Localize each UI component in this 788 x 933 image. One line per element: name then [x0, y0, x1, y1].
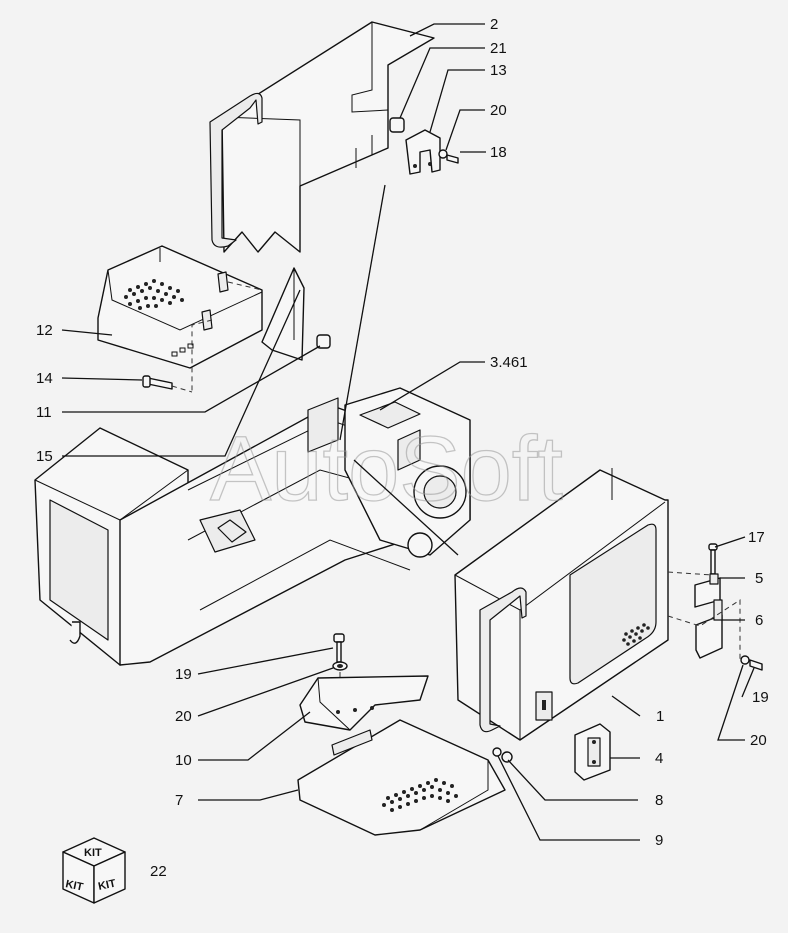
kit-cube-icon: KIT KIT KIT [62, 837, 126, 904]
callout-7: 7 [175, 792, 183, 809]
callout-22: 22 [150, 863, 167, 880]
callout-11: 11 [36, 404, 52, 421]
bracket-part-13 [405, 129, 441, 175]
kit-label-top: KIT [84, 847, 102, 859]
nut-part-8 [501, 751, 513, 763]
callout-14: 14 [36, 370, 53, 387]
floor-plate-part-7 [297, 719, 506, 836]
screw-part-19-bottom [333, 633, 345, 663]
callout-18: 18 [490, 144, 507, 161]
callout-17: 17 [748, 529, 765, 546]
hook-bottom [69, 621, 81, 644]
bushing-part-21 [389, 117, 405, 133]
screw-part-14 [142, 375, 193, 393]
callout-3461: 3.461 [490, 354, 528, 371]
hood-part-1 [454, 468, 669, 741]
leader-lines [61, 23, 755, 841]
washer-part-9 [492, 747, 502, 757]
callout-20-bottom: 20 [175, 708, 192, 725]
hinge-part-6 [695, 599, 723, 659]
callout-15: 15 [36, 448, 53, 465]
washer-part-20-bottom [332, 661, 348, 671]
screw-part-19-right [749, 659, 763, 671]
callout-10: 10 [175, 752, 192, 769]
callout-12: 12 [36, 322, 53, 339]
callout-19-bottom: 19 [175, 666, 192, 683]
plate-part-11 [261, 267, 305, 361]
callout-6: 6 [755, 612, 763, 629]
kit-label-right: KIT [97, 877, 117, 892]
callout-labels: 2 21 13 20 18 12 14 3.461 11 15 17 5 6 1… [36, 16, 769, 880]
callout-1: 1 [656, 708, 664, 725]
kit-label-left: KIT [64, 878, 84, 893]
perforation-pattern-12 [124, 279, 184, 310]
callout-2: 2 [490, 16, 498, 33]
callout-5: 5 [755, 570, 763, 587]
callout-20-top: 20 [490, 102, 507, 119]
screw-part-17 [708, 543, 718, 575]
latch-part-4 [574, 723, 611, 781]
cover-part-2 [209, 21, 435, 253]
callout-8: 8 [655, 792, 663, 809]
perforation-pattern-1 [622, 623, 650, 646]
callout-13: 13 [490, 62, 507, 79]
screw-part-18 [446, 154, 459, 164]
callout-21: 21 [490, 40, 507, 57]
callout-9: 9 [655, 832, 663, 849]
dash-hinge [667, 571, 741, 662]
nut-part-11b [316, 334, 331, 349]
watermark-text: AutoSoft [210, 418, 563, 520]
callout-4: 4 [655, 750, 663, 767]
guard-part-12 [97, 245, 263, 392]
perforation-pattern-7 [382, 778, 458, 812]
washer-part-20-right [740, 655, 750, 665]
callout-20-right: 20 [750, 732, 767, 749]
washer-part-20-top [438, 149, 448, 159]
bracket-part-10 [299, 675, 429, 731]
callout-19-right: 19 [752, 689, 769, 706]
main-frame [34, 387, 471, 666]
